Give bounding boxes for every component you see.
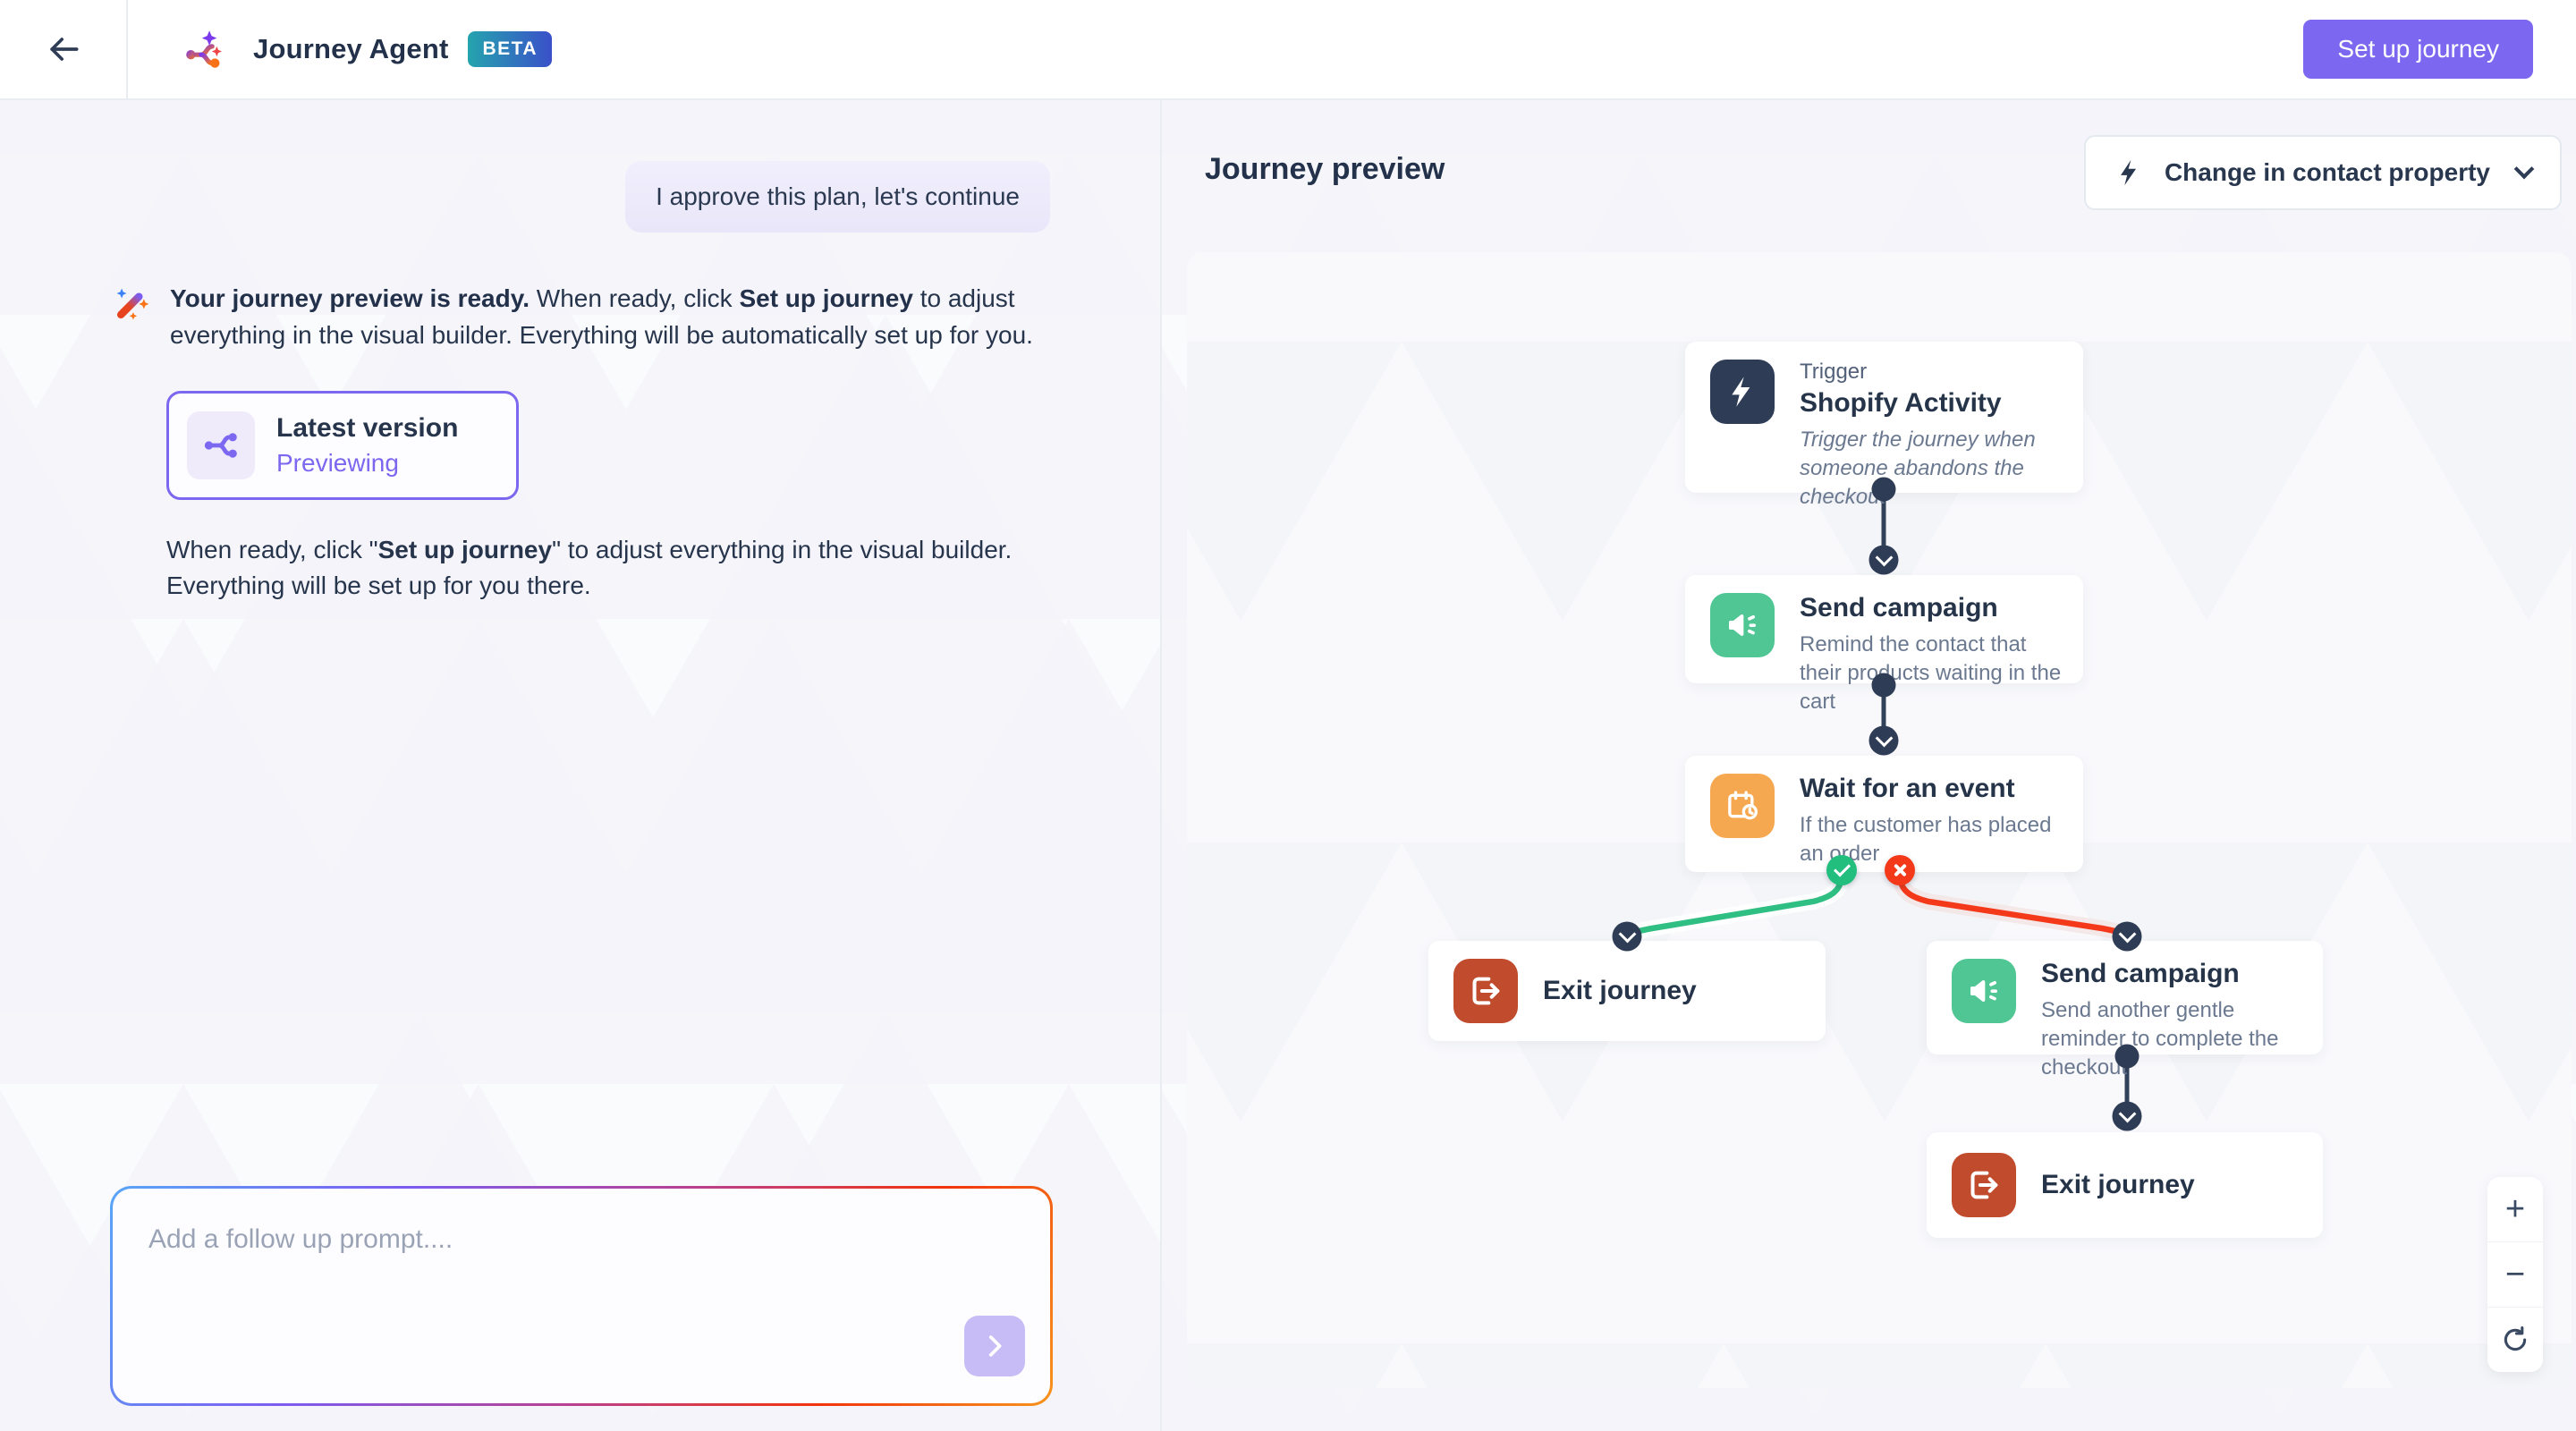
edge-start-dot — [1871, 477, 1896, 502]
node-exit-journey-2[interactable]: Exit journey — [1927, 1132, 2323, 1238]
node-text: Send campaign Send another gentle remind… — [2041, 959, 2301, 1080]
node-title: Wait for an event — [1800, 774, 2015, 803]
exit-icon — [1952, 1153, 2016, 1217]
journey-branch-icon — [204, 433, 237, 458]
preview-title: Journey preview — [1205, 152, 1445, 186]
node-description: If the customer has placed an order — [1800, 813, 2052, 866]
edge-arrow-circle — [1612, 921, 1642, 952]
edge-arrow-circle — [1868, 725, 1899, 756]
zoom-out-button[interactable]: − — [2487, 1241, 2543, 1307]
user-message-row: I approve this plan, let's continue — [0, 100, 1160, 233]
node-title: Send campaign — [1800, 593, 1998, 622]
megaphone-icon — [1710, 593, 1775, 657]
top-bar: Journey Agent BETA Set up journey — [0, 0, 2576, 100]
prompt-input-inner — [113, 1189, 1050, 1403]
exit-icon — [1453, 959, 1518, 1023]
lightning-icon — [2121, 159, 2137, 186]
trigger-type-dropdown[interactable]: Change in contact property — [2083, 135, 2562, 210]
reset-view-button[interactable] — [2487, 1307, 2543, 1372]
version-card-status: Previewing — [276, 449, 399, 477]
node-text: Send campaign Remind the contact that th… — [1800, 593, 2062, 714]
chevron-down-icon — [2513, 158, 2535, 180]
magic-wand-icon — [116, 288, 149, 320]
node-description: Send another gentle reminder to complete… — [2041, 998, 2279, 1080]
beta-badge: BETA — [468, 31, 553, 67]
assistant-message-text: Your journey preview is ready. When read… — [170, 280, 1082, 353]
followup-bold: Set up journey — [377, 536, 553, 563]
chevron-right-icon — [988, 1335, 1002, 1357]
preview-header: Journey preview Change in contact proper… — [1162, 100, 2576, 252]
edge-start-dot — [1871, 673, 1896, 698]
app-title: Journey Agent — [253, 33, 449, 64]
followup-instruction-text: When ready, click "Set up journey" to ad… — [166, 532, 1025, 604]
back-button[interactable] — [0, 0, 128, 98]
trigger-dropdown-label: Change in contact property — [2164, 158, 2490, 186]
followup-pre: When ready, click " — [166, 536, 378, 563]
user-message-bubble: I approve this plan, let's continue — [625, 161, 1050, 233]
version-card-text: Latest version Previewing — [276, 413, 458, 478]
node-text: Trigger Shopify Activity Trigger the jou… — [1800, 360, 2062, 509]
canvas-zoom-controls: + − — [2487, 1177, 2543, 1372]
node-send-campaign-1[interactable]: Send campaign Remind the contact that th… — [1685, 575, 2083, 714]
app-logo-group: Journey Agent BETA — [182, 23, 553, 75]
assistant-tail: to adjust everything in the visual build… — [170, 284, 1033, 349]
prompt-input-wrapper — [110, 1186, 1053, 1406]
refresh-icon — [2504, 1325, 2527, 1351]
edge-arrow-circle — [2112, 1101, 2142, 1131]
node-wait-for-event[interactable]: Wait for an event If the customer has pl… — [1685, 756, 2083, 872]
main-layout: I approve this plan, let's continue Your… — [0, 100, 2576, 1431]
followup-prompt-input[interactable] — [113, 1189, 1050, 1403]
followup-post: " to adjust everything in the visual bui… — [166, 536, 1013, 599]
latest-version-card[interactable]: Latest version Previewing — [166, 391, 519, 500]
branch-yes-check-icon — [1826, 855, 1857, 885]
journey-agent-logo-icon — [186, 30, 222, 68]
node-title: Send campaign — [2041, 959, 2240, 988]
node-title: Exit journey — [2041, 1170, 2195, 1199]
node-exit-journey-1[interactable]: Exit journey — [1428, 941, 1826, 1041]
assistant-bold-lead: Your journey preview is ready. — [170, 284, 530, 312]
zoom-in-button[interactable]: + — [2487, 1177, 2543, 1241]
node-send-campaign-2[interactable]: Send campaign Send another gentle remind… — [1927, 941, 2323, 1080]
version-icon-square — [187, 411, 255, 479]
journey-canvas[interactable]: Trigger Shopify Activity Trigger the jou… — [1187, 252, 2572, 1388]
set-up-journey-button[interactable]: Set up journey — [2303, 20, 2533, 79]
node-text: Wait for an event If the customer has pl… — [1800, 774, 2062, 866]
node-kind-label: Trigger — [1800, 360, 1868, 384]
node-description: Remind the contact that their products w… — [1800, 632, 2062, 714]
journey-preview-panel: Journey preview Change in contact proper… — [1162, 100, 2576, 1431]
lightning-icon — [1710, 360, 1775, 424]
node-description: Trigger the journey when someone abandon… — [1800, 428, 2036, 509]
node-title: Exit journey — [1543, 976, 1697, 1005]
send-prompt-button[interactable] — [964, 1316, 1025, 1376]
chat-panel: I approve this plan, let's continue Your… — [0, 100, 1162, 1431]
megaphone-icon — [1952, 959, 2016, 1023]
branch-no-x-icon — [1885, 855, 1915, 885]
node-trigger-shopify-activity[interactable]: Trigger Shopify Activity Trigger the jou… — [1685, 342, 2083, 509]
assistant-message-row: Your journey preview is ready. When read… — [113, 280, 1160, 353]
assistant-mid: When ready, click — [530, 284, 740, 312]
assistant-bold-action: Set up journey — [739, 284, 913, 312]
calendar-clock-icon — [1710, 774, 1775, 838]
edge-start-dot — [2114, 1044, 2140, 1069]
edge-arrow-circle — [2112, 921, 2142, 952]
version-card-title: Latest version — [276, 413, 459, 443]
edge-arrow-circle — [1868, 545, 1899, 575]
node-title: Shopify Activity — [1800, 388, 2002, 418]
arrow-left-icon — [49, 38, 78, 61]
